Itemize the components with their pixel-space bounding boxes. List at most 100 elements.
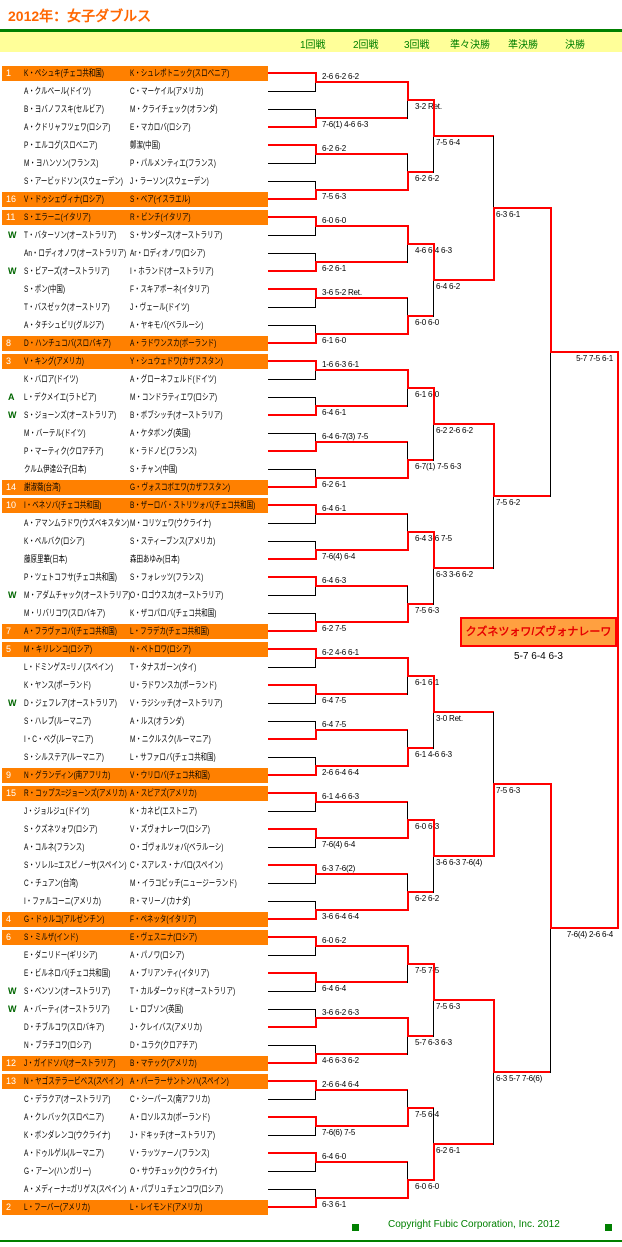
team-row: P・ツェトコフサ(チェコ共和国)S・フォレッツ(フランス)	[2, 570, 268, 585]
match-score: 4-6 6-3 6-2	[322, 1056, 359, 1065]
top-rule	[0, 29, 622, 32]
player1-name: S・ミルザ(インド)	[24, 932, 78, 942]
player2-name: R・マリーノ(カナダ)	[130, 896, 191, 906]
player2-name: M・イラコビッチ(ニュージーランド)	[130, 878, 237, 888]
player2-name: A・グローネフェルド(ドイツ)	[130, 374, 217, 384]
round-label-sf: 準決勝	[508, 40, 538, 51]
match-score: 6-3 3-6 6-2	[436, 570, 473, 579]
bracket-line	[268, 126, 316, 128]
player1-name: V・ドゥシェヴィナ(ロシア)	[24, 194, 104, 204]
bracket-line	[433, 279, 494, 281]
player1-name: E・ダニリドー(ギリシア)	[24, 950, 98, 960]
seed-number: 13	[6, 1076, 17, 1086]
bracket-line	[315, 117, 408, 119]
bracket-line	[315, 261, 317, 272]
player2-name: A・ブリアンティ(イタリア)	[130, 968, 210, 978]
bracket-line	[315, 549, 408, 551]
bracket-line	[268, 504, 316, 506]
entry-marker: A	[8, 392, 15, 402]
match-score: 6-4 7-5	[322, 720, 346, 729]
seed-number: 7	[6, 626, 12, 636]
bracket-line	[407, 747, 409, 767]
player1-name: An・ロディオノワ(オーストラリア)	[24, 248, 127, 258]
seed-number: 14	[6, 482, 17, 492]
match-score: 3-2 Ret.	[415, 102, 442, 111]
bracket-line	[268, 613, 316, 614]
page-title: 2012年：女子ダブルス	[8, 8, 152, 24]
bracket-line	[268, 1045, 316, 1046]
bracket-line	[433, 819, 435, 857]
bracket-line	[433, 531, 435, 569]
player2-name: A・パブリュチェンコワ(ロシア)	[130, 1184, 223, 1194]
team-row: C・デラクア(オーストラリア)C・シーパース(南アフリカ)	[2, 1092, 268, 1107]
bracket-line	[407, 657, 409, 677]
bracket-line	[268, 936, 316, 938]
bracket-line	[268, 72, 316, 74]
team-row: S・ポン(中国)F・スキアボーネ(イタリア)	[2, 282, 268, 297]
match-score: 6-3 6-1	[496, 210, 520, 219]
player2-name: V・ウリロバ(チェコ共和国)	[130, 770, 210, 780]
match-score: 7-6(4) 6-4	[322, 840, 356, 849]
footer-square-icon	[605, 1224, 612, 1231]
team-row: S・クズネツォワ(ロシア)V・ズヴォナレーワ(ロシア)	[2, 822, 268, 837]
player1-name: 藤原里華(日本)	[24, 554, 68, 564]
bracket-line	[268, 883, 316, 884]
player2-name: S・フォレッツ(フランス)	[130, 572, 204, 582]
bracket-line	[315, 1080, 317, 1091]
player1-name: V・キング(アメリカ)	[24, 356, 84, 366]
bracket-line	[315, 576, 317, 587]
footer-copyright: Copyright Fubic Corporation, Inc. 2012	[388, 1219, 560, 1230]
match-score: 6-1 6-1	[415, 678, 439, 687]
player1-name: A・バーティ(オーストラリア)	[24, 1004, 110, 1014]
player1-name: A・ドゥルゲル(ルーマニア)	[24, 1148, 104, 1158]
bracket-line	[315, 909, 408, 911]
bracket-line	[315, 792, 317, 803]
team-row: A・コルネ(フランス)O・ゴヴォルツォバ(ベラルーシ)	[2, 840, 268, 855]
bracket-line	[315, 1152, 317, 1163]
bracket-line	[315, 261, 408, 263]
bracket-line	[315, 216, 317, 227]
player2-name: A・パーラーサントンハ(スペイン)	[130, 1076, 229, 1086]
match-score: 6-2 6-2	[322, 144, 346, 153]
bracket-line	[315, 72, 317, 83]
player2-name: S・ベア(イスラエル)	[130, 194, 191, 204]
player1-name: P・マーティク(クロアチア)	[24, 446, 104, 456]
match-score: 6-3 5-7 7-6(6)	[496, 1074, 543, 1083]
player2-name: L・フラデカ(チェコ共和国)	[130, 626, 210, 636]
player1-name: G・アーン(ハンガリー)	[24, 1166, 91, 1176]
team-row: An・ロディオノワ(オーストラリア)Ar・ロディオノワ(ロシア)	[2, 246, 268, 261]
bracket-line	[268, 342, 316, 344]
player1-name: D・ハンチュコバ(スロバキア)	[24, 338, 111, 348]
entry-marker: W	[8, 410, 17, 420]
bracket-line	[268, 721, 316, 722]
team-row: M・ヨハンソン(フランス)P・パルメンティエ(フランス)	[2, 156, 268, 171]
match-score: 6-2 6-1	[322, 264, 346, 273]
bracket-line	[268, 1135, 316, 1136]
match-score: 2-6 6-2 6-2	[322, 72, 359, 81]
match-score: 6-2 6-2	[415, 894, 439, 903]
bracket-line	[315, 513, 408, 515]
player2-name: U・ラドワンスカ(ポーランド)	[130, 680, 217, 690]
team-row: M・リバリコワ(スロバキア)K・ザコパロバ(チェコ共和国)	[2, 606, 268, 621]
player1-name: I・ベネソバ(チェコ共和国)	[24, 500, 102, 510]
player2-name: Ar・ロディオノワ(ロシア)	[130, 248, 206, 258]
bracket-line	[433, 243, 435, 281]
player1-name: P・エルコグ(スロベニア)	[24, 140, 98, 150]
bracket-line	[268, 1171, 316, 1172]
bracket-line	[433, 135, 494, 137]
match-score: 6-2 2-6 6-2	[436, 426, 473, 435]
bracket-line	[407, 315, 409, 335]
player1-name: A・フラヴァコバ(チェコ共和国)	[24, 626, 117, 636]
player1-name: S・ソレル=エスピノーサ(スペイン)	[24, 860, 127, 870]
bracket-line	[407, 945, 409, 965]
bracket-line	[433, 963, 435, 1001]
bracket-line	[315, 801, 408, 803]
bracket-line	[550, 927, 619, 929]
